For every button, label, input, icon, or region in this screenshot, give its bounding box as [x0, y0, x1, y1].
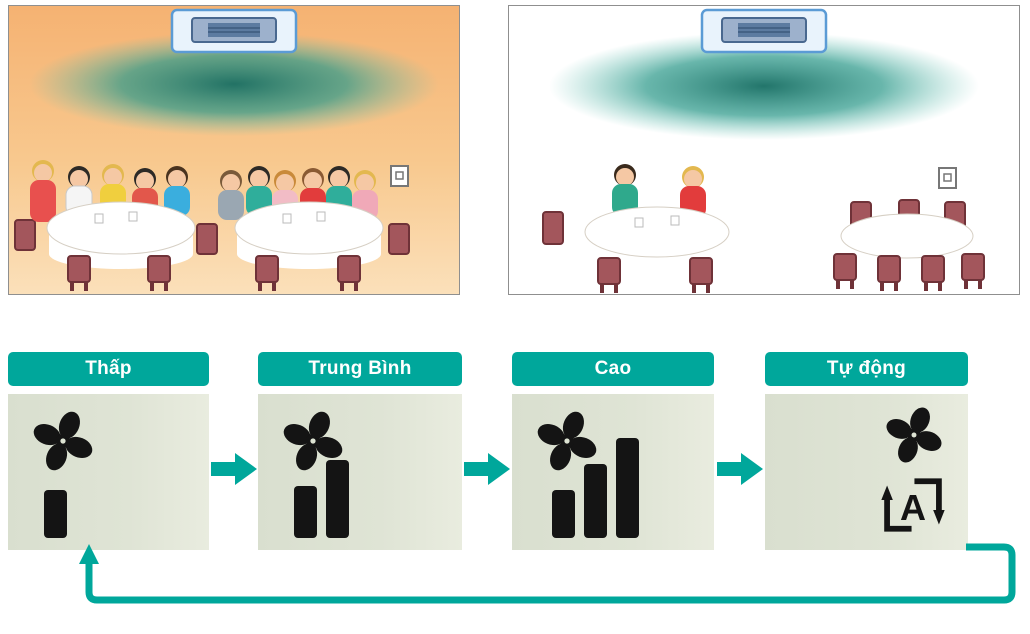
mode-panel-auto: A	[765, 394, 968, 550]
mode-label-medium: Trung Bình	[258, 352, 462, 386]
mode-panel-medium	[258, 394, 462, 550]
fan-icon	[33, 411, 93, 471]
mode-label-high: Cao	[512, 352, 714, 386]
empty-table	[840, 213, 974, 268]
fan-speed-bars	[552, 438, 639, 538]
person	[218, 170, 244, 220]
crowded-room-svg	[9, 6, 459, 294]
person	[164, 166, 190, 216]
auto-letter: A	[900, 487, 926, 528]
fan-speed-bars	[44, 490, 67, 538]
wall-switch	[938, 167, 957, 189]
chairs-front	[597, 253, 985, 293]
auto-cycle-icon: A	[881, 478, 945, 532]
mode-panel-low	[8, 394, 209, 550]
speed-bar	[294, 486, 317, 538]
wall-switch	[390, 165, 409, 187]
speed-bar	[616, 438, 639, 538]
arrow-right-icon	[211, 453, 257, 485]
fan-icon	[537, 411, 597, 471]
sparse-room-illustration	[508, 5, 1020, 295]
crowded-room-illustration	[8, 5, 460, 295]
arrow-right-icon	[464, 453, 510, 485]
ceiling-ac-unit	[700, 8, 828, 54]
speed-bar	[552, 490, 575, 538]
chairs-back	[14, 219, 410, 255]
speed-bar	[584, 464, 607, 538]
mode-panel-high	[512, 394, 714, 550]
speed-bar	[44, 490, 67, 538]
airflow-spread	[29, 32, 439, 136]
ceiling-ac-unit	[170, 8, 298, 54]
arrow-right-icon	[717, 453, 763, 485]
chairs-front	[67, 255, 361, 291]
person	[612, 164, 638, 216]
mode-label-auto: Tự động	[765, 352, 968, 386]
airflow-spread	[549, 32, 979, 140]
sparse-room-svg	[509, 6, 1019, 294]
person	[30, 160, 56, 222]
speed-bar	[326, 460, 349, 538]
fan-icon	[283, 411, 343, 471]
fan-icon	[886, 407, 942, 463]
mode-label-low: Thấp	[8, 352, 209, 386]
fan-speed-bars	[294, 460, 349, 538]
